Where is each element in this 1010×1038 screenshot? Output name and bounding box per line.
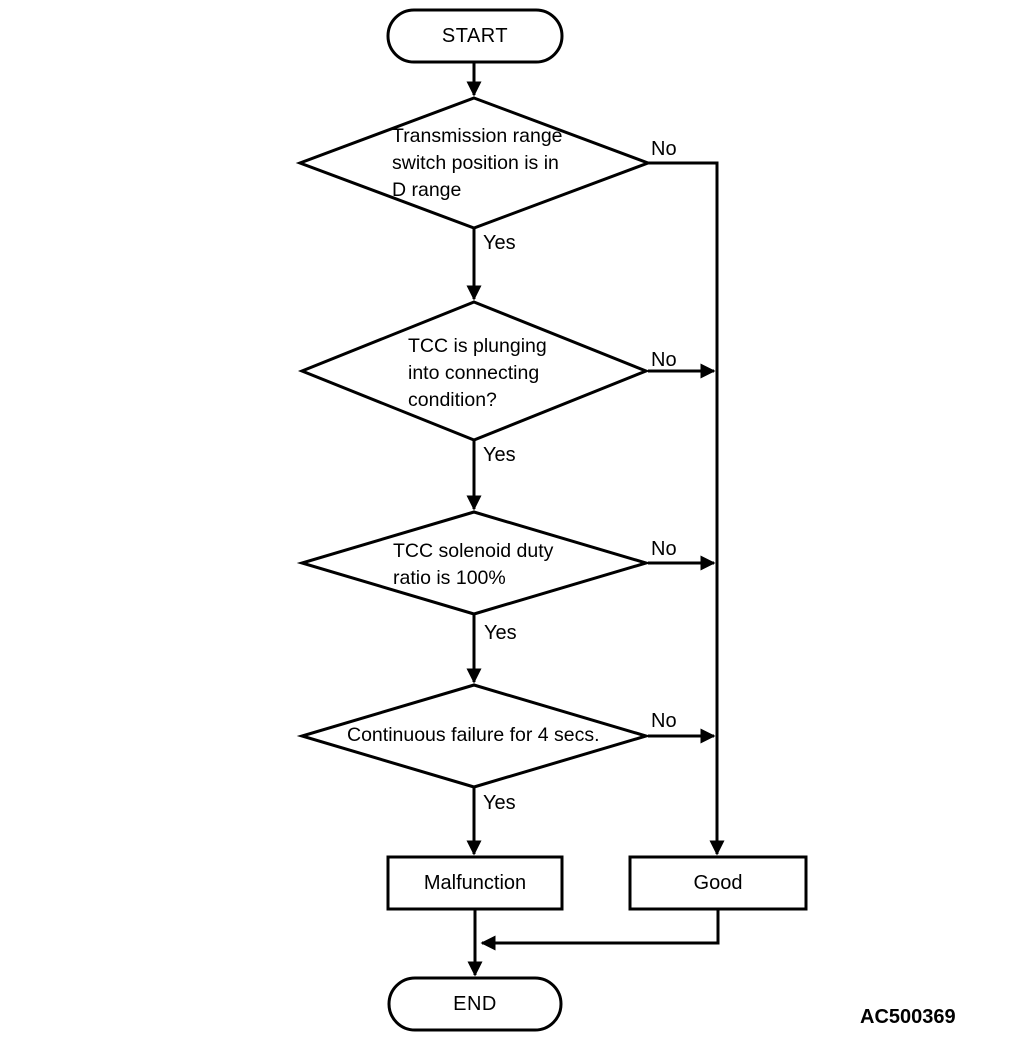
decision-range-switch-line3: D range <box>392 179 462 201</box>
decision-solenoid-duty-line2: ratio is 100% <box>393 567 506 589</box>
branch-label-yes-3: Yes <box>484 622 517 644</box>
branch-label-yes-4: Yes <box>483 792 516 814</box>
edge-good-to-end <box>480 909 720 951</box>
start-node-shape <box>386 8 564 64</box>
good-node-label: Good <box>693 871 743 894</box>
branch-label-no-2: No <box>651 349 677 371</box>
decision-range-switch-text: Transmission range switch position is in… <box>392 123 563 204</box>
branch-label-yes-1: Yes <box>483 232 516 254</box>
good-node-shape <box>628 855 808 911</box>
end-node-label: END <box>453 992 497 1015</box>
decision-range-switch-line1: Transmission range <box>392 125 563 147</box>
decision-solenoid-duty-shape <box>296 510 652 616</box>
decision-tcc-plunging-line3: condition? <box>408 389 497 411</box>
decision-range-switch-shape <box>295 96 653 230</box>
malfunction-node-label: Malfunction <box>423 871 527 894</box>
decision-tcc-plunging-line2: into connecting <box>408 362 540 384</box>
edge-decision1-no-rail <box>648 161 725 856</box>
decision-continuous-failure-line1: Continuous failure for 4 secs. <box>347 724 600 746</box>
figure-code: AC500369 <box>860 1006 956 1028</box>
decision-tcc-plunging-shape <box>297 300 651 442</box>
malfunction-node-shape <box>386 855 564 911</box>
decision-tcc-plunging-line1: TCC is plunging <box>408 335 547 357</box>
decision-tcc-plunging-text: TCC is plunging into connecting conditio… <box>408 333 547 414</box>
decision-solenoid-duty-line1: TCC solenoid duty <box>393 540 554 562</box>
decision-continuous-failure-text: Continuous failure for 4 secs. <box>347 722 600 749</box>
decision-continuous-failure-shape <box>296 683 652 789</box>
branch-label-yes-2: Yes <box>483 444 516 466</box>
branch-label-no-1: No <box>651 138 677 160</box>
decision-solenoid-duty-text: TCC solenoid duty ratio is 100% <box>393 538 553 592</box>
branch-label-no-4: No <box>651 710 677 732</box>
branch-label-no-3: No <box>651 538 677 560</box>
decision-range-switch-line2: switch position is in <box>392 152 559 174</box>
end-node-shape <box>387 976 563 1032</box>
start-node-label: START <box>441 24 509 47</box>
